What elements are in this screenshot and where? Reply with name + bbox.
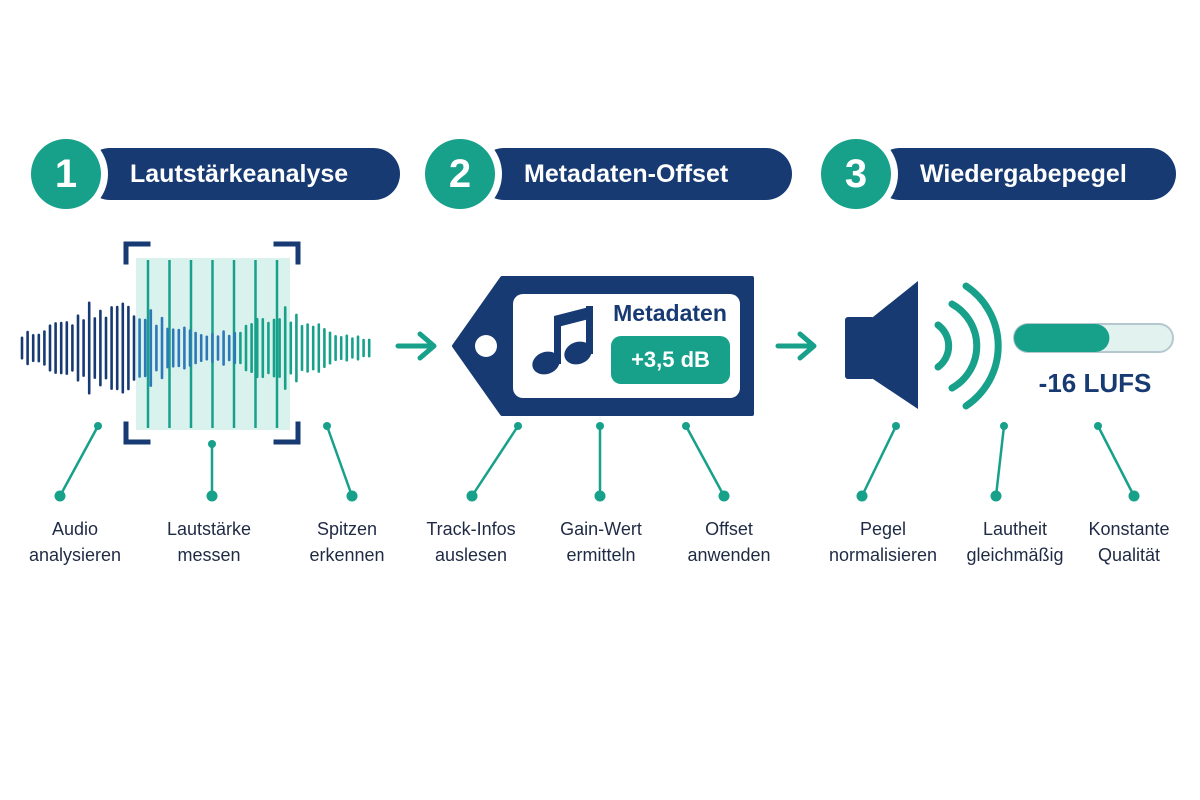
- label-line-2: normalisieren: [828, 545, 938, 565]
- label-line-2: auslesen: [434, 545, 508, 565]
- step-number: 2: [425, 139, 495, 209]
- label-line-1: Audio: [51, 519, 99, 539]
- step-title: Lautstärkeanalyse: [84, 148, 400, 200]
- label-line-1: Track-Infos: [426, 519, 516, 539]
- label-line-2: ermitteln: [566, 545, 636, 565]
- label-lautheit-gleichmaessig: Lautheit gleichmäßig: [945, 516, 1085, 568]
- label-line-1: Gain-Wert: [560, 519, 642, 539]
- connector-dot: [990, 490, 1002, 502]
- connector-line: [470, 425, 520, 497]
- step-header-2: Metadaten-Offset 2: [418, 132, 792, 216]
- connector-lines: [54, 422, 1140, 502]
- connector-dot: [596, 422, 604, 430]
- level-bar-icon: [1013, 323, 1174, 353]
- connector-line: [994, 425, 1006, 497]
- level-bar-fill: [1014, 324, 1110, 352]
- sound-wave-icon: [934, 282, 1002, 410]
- label-line-2: erkennen: [309, 545, 385, 565]
- connector-dot: [856, 490, 868, 502]
- label-gain-wert-ermitteln: Gain-Wert ermitteln: [531, 516, 671, 568]
- step-header-1: Lautstärkeanalyse 1: [24, 132, 400, 216]
- connector-line: [325, 425, 354, 497]
- label-lautstaerke-messen: Lautstärke messen: [139, 516, 279, 568]
- step-header-3: Wiedergabepegel 3: [814, 132, 1176, 216]
- step-title: Wiedergabepegel: [874, 148, 1176, 200]
- label-line-1: Konstante: [1088, 519, 1170, 539]
- label-line-2: gleichmäßig: [966, 545, 1064, 565]
- step-number-badge: 2: [418, 132, 502, 216]
- label-line-2: messen: [177, 545, 241, 565]
- connector-dot: [514, 422, 522, 430]
- scan-bracket-icon: [123, 241, 301, 445]
- step-number: 3: [821, 139, 891, 209]
- label-offset-anwenden: Offset anwenden: [659, 516, 799, 568]
- connector-dot: [892, 422, 900, 430]
- label-line-1: Lautstärke: [166, 519, 252, 539]
- connector-dot: [466, 490, 478, 502]
- connector-line: [58, 425, 100, 497]
- label-line-1: Spitzen: [316, 519, 378, 539]
- connector-dot: [594, 490, 606, 502]
- label-track-infos-auslesen: Track-Infos auslesen: [401, 516, 541, 568]
- connector-dot: [208, 440, 216, 448]
- connector-dot: [54, 490, 66, 502]
- arrow-right-icon: [775, 331, 817, 361]
- waveform-icon: [20, 301, 371, 395]
- label-line-2: analysieren: [28, 545, 122, 565]
- label-pegel-normalisieren: Pegel normalisieren: [813, 516, 953, 568]
- connector-dot: [323, 422, 331, 430]
- connector-line: [684, 425, 726, 497]
- connector-dot: [1128, 490, 1140, 502]
- speaker-icon: [845, 281, 918, 409]
- step-title: Metadaten-Offset: [478, 148, 792, 200]
- lufs-value: -16 LUFS: [1038, 368, 1152, 398]
- label-line-1: Pegel: [859, 519, 907, 539]
- step-number-badge: 3: [814, 132, 898, 216]
- label-audio-analysieren: Audio analysieren: [5, 516, 145, 568]
- step-number-badge: 1: [24, 132, 108, 216]
- connector-dot: [1094, 422, 1102, 430]
- tag-title: Metadaten: [613, 300, 727, 326]
- connector-dot: [206, 490, 218, 502]
- music-note-icon: [532, 306, 593, 375]
- arrow-right-icon: [395, 331, 437, 361]
- label-spitzen-erkennen: Spitzen erkennen: [277, 516, 417, 568]
- label-konstante-qualitaet: Konstante Qualität: [1059, 516, 1199, 568]
- label-line-2: Qualität: [1097, 545, 1161, 565]
- connector-dot: [682, 422, 690, 430]
- step-number: 1: [31, 139, 101, 209]
- connector-dot: [718, 490, 730, 502]
- connector-dot: [94, 422, 102, 430]
- gain-value-badge: +3,5 dB: [611, 336, 730, 384]
- label-line-1: Lautheit: [982, 519, 1048, 539]
- connector-dot: [346, 490, 358, 502]
- connector-dot: [1000, 422, 1008, 430]
- connector-line: [860, 425, 898, 497]
- label-line-2: anwenden: [687, 545, 771, 565]
- connector-line: [1096, 425, 1136, 497]
- tag-hole: [475, 335, 497, 357]
- label-line-1: Offset: [705, 519, 753, 539]
